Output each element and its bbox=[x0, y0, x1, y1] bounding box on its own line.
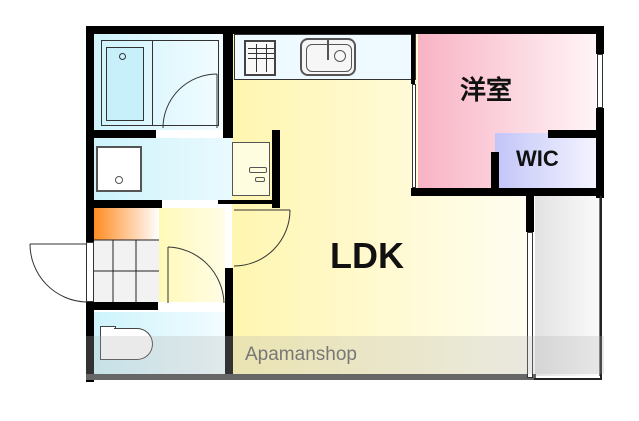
entrance-tiles bbox=[93, 239, 159, 302]
stove-icon bbox=[244, 40, 276, 76]
wall-balcony-left bbox=[526, 196, 534, 232]
bathtub-icon bbox=[101, 40, 219, 126]
washing-machine-icon bbox=[96, 146, 142, 192]
wall-wash-right bbox=[272, 130, 280, 208]
bathroom-door-icon bbox=[162, 73, 218, 129]
wall-top bbox=[86, 26, 604, 34]
wall-toilet-top bbox=[86, 302, 158, 310]
wall-western-bottom bbox=[411, 188, 604, 196]
balcony bbox=[535, 196, 600, 376]
wall-bath-bottom bbox=[86, 130, 156, 138]
room-label-wic: WIC bbox=[516, 146, 559, 171]
wash-basin-icon bbox=[232, 142, 270, 196]
room-label-western: 洋室 bbox=[460, 75, 513, 105]
hallway bbox=[159, 208, 225, 302]
wall-balcony-bottom bbox=[534, 378, 602, 380]
watermark-band bbox=[86, 336, 604, 374]
entrance-door-frame bbox=[86, 242, 94, 302]
room-label-ldk: LDK bbox=[330, 235, 404, 276]
wall-western-left bbox=[411, 34, 415, 84]
hallway-door-icon bbox=[167, 246, 225, 304]
wall-wic-left bbox=[491, 152, 499, 192]
wall-wic-top bbox=[548, 130, 598, 138]
wall-left-lower bbox=[86, 302, 94, 382]
toilet-icon bbox=[100, 326, 153, 360]
kitchen-sink-icon bbox=[300, 38, 356, 76]
western-window bbox=[597, 54, 603, 108]
entrance-tiled-area bbox=[93, 208, 159, 240]
wall-right-upper bbox=[596, 26, 604, 54]
wall-wash-bottom bbox=[86, 200, 162, 208]
balcony-sliding-door bbox=[527, 232, 533, 378]
entrance-door-icon bbox=[29, 243, 87, 303]
wall-right-mid bbox=[596, 108, 604, 198]
wall-bath-right bbox=[223, 26, 233, 138]
wall-wash-bottom-right bbox=[218, 200, 280, 204]
watermark-text: Apamanshop bbox=[245, 344, 357, 365]
wall-ldk-left bbox=[225, 268, 233, 378]
wic bbox=[495, 133, 596, 188]
ldk-door-icon bbox=[233, 209, 291, 267]
western-sliding-door bbox=[412, 84, 416, 188]
wall-bottom bbox=[86, 374, 536, 380]
wall-balcony-right bbox=[600, 196, 602, 380]
